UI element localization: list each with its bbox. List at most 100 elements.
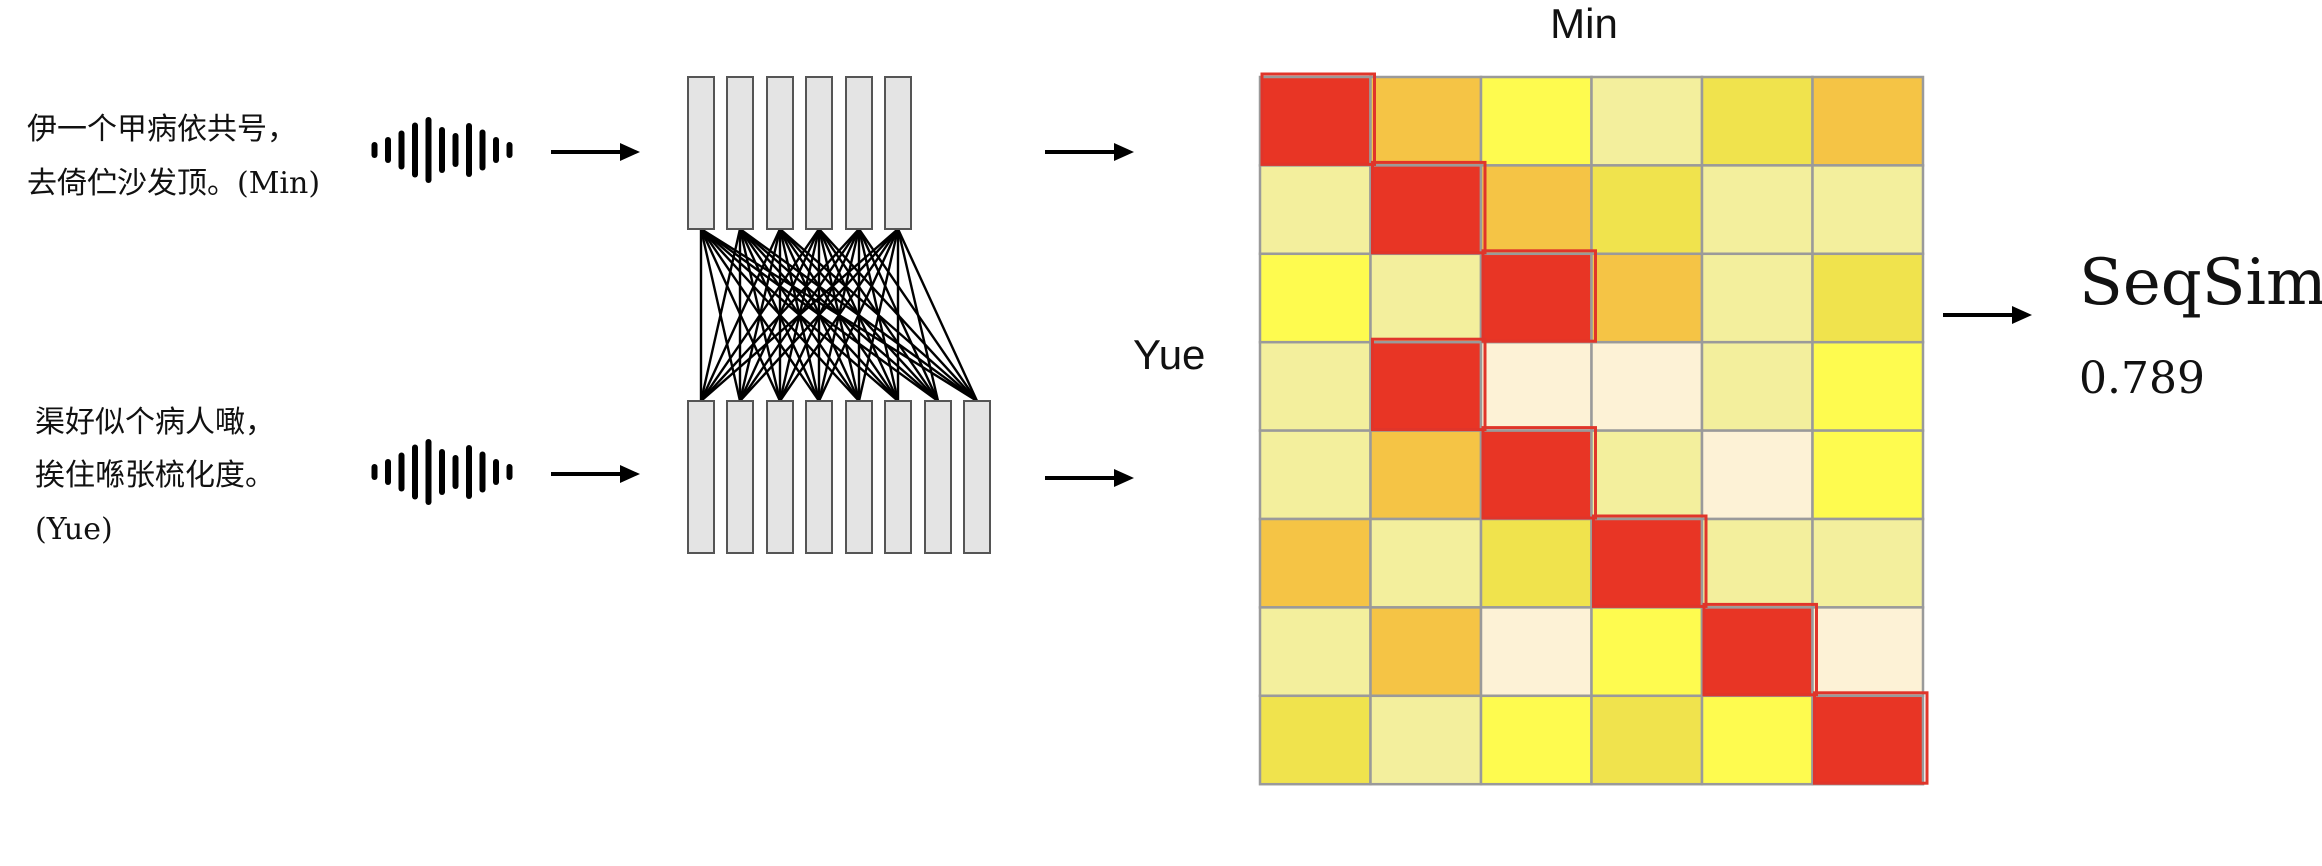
matrix-cell xyxy=(1258,340,1372,432)
matrix-cell xyxy=(1369,75,1483,167)
alignment-path-cell xyxy=(1481,249,1597,343)
encoder-frame xyxy=(845,76,873,230)
encoder-frame xyxy=(963,400,991,554)
encoder-frame xyxy=(805,76,833,230)
encoder-frame xyxy=(726,400,754,554)
alignment-path-cell xyxy=(1813,691,1929,785)
input-yue-line-1: 渠好似个病人噉， xyxy=(35,405,275,440)
matrix-cell xyxy=(1369,164,1483,256)
encoder-frame xyxy=(845,400,873,554)
encoder-connection xyxy=(699,228,742,402)
encoder-connection xyxy=(700,228,860,402)
matrix-cell xyxy=(1369,517,1483,609)
encoder-frame xyxy=(687,400,715,554)
matrix-cell xyxy=(1369,252,1483,344)
matrix-cell xyxy=(1700,252,1814,344)
matrix-cell xyxy=(1590,340,1704,432)
encoder-frame xyxy=(766,76,794,230)
matrix-cell xyxy=(1479,164,1593,256)
matrix-cell xyxy=(1590,75,1704,167)
right-arrow-icon xyxy=(551,143,640,161)
right-arrow-icon xyxy=(551,465,640,483)
matrix-cell xyxy=(1258,606,1372,698)
alignment-path-cell xyxy=(1481,426,1597,520)
matrix-cell xyxy=(1479,517,1593,609)
matrix-cell xyxy=(1369,694,1483,786)
encoder-bottom-frames xyxy=(687,400,991,554)
sound-wave-icon xyxy=(371,439,513,505)
input-yue-line-2: 挨住喺张梳化度。 xyxy=(35,458,275,493)
encoder-connection xyxy=(699,228,782,402)
matrix-cell xyxy=(1258,252,1372,344)
encoder-frame xyxy=(884,400,912,554)
encoder-connections xyxy=(699,227,979,403)
similarity-matrix xyxy=(1258,72,1929,786)
matrix-cell xyxy=(1811,694,1925,786)
matrix-cell xyxy=(1811,340,1925,432)
matrix-cell xyxy=(1700,606,1814,698)
right-arrow-icon xyxy=(1943,306,2032,324)
matrix-cell xyxy=(1590,517,1704,609)
input-min-line-2: 去倚伫沙发顶。(Min) xyxy=(27,166,320,201)
alignment-path-cell xyxy=(1260,72,1376,166)
matrix-cell xyxy=(1700,164,1814,256)
matrix-cell xyxy=(1700,340,1814,432)
encoder-connection xyxy=(739,228,899,402)
encoder-frame xyxy=(766,400,794,554)
matrix-cell xyxy=(1258,429,1372,521)
encoder-connection xyxy=(779,228,899,402)
matrix-cell xyxy=(1811,252,1925,344)
matrix-cell xyxy=(1811,517,1925,609)
input-min-line-1: 伊一个甲病依共号， xyxy=(27,112,297,147)
matrix-cell xyxy=(1590,606,1704,698)
matrix-cell xyxy=(1590,164,1704,256)
matrix-cell xyxy=(1811,429,1925,521)
matrix-cell xyxy=(1811,164,1925,256)
encoder-network xyxy=(687,76,991,554)
matrix-cell xyxy=(1700,694,1814,786)
encoder-connection xyxy=(700,228,899,402)
matrix-cell xyxy=(1590,429,1704,521)
matrix-cell xyxy=(1700,75,1814,167)
input-min: 伊一个甲病依共号， 去倚伫沙发顶。(Min) xyxy=(27,112,320,201)
matrix-cell xyxy=(1479,429,1593,521)
matrix-cell xyxy=(1811,606,1925,698)
matrix-cell xyxy=(1258,517,1372,609)
matrix-cell xyxy=(1479,252,1593,344)
matrix-cell xyxy=(1479,75,1593,167)
matrix-cell xyxy=(1258,75,1372,167)
matrix-cell xyxy=(1258,164,1372,256)
encoder-frame xyxy=(726,76,754,230)
matrix-cell xyxy=(1590,252,1704,344)
result-value: 0.789 xyxy=(2079,353,2205,404)
input-yue-line-3: (Yue) xyxy=(35,512,113,547)
right-arrow-icon xyxy=(1045,143,1134,161)
matrix-cell xyxy=(1590,694,1704,786)
encoder-connection xyxy=(817,228,900,402)
alignment-path-cell xyxy=(1702,602,1818,697)
matrix-cell xyxy=(1700,517,1814,609)
encoder-top-frames xyxy=(687,76,912,230)
alignment-path-cell xyxy=(1371,160,1487,255)
matrix-cell xyxy=(1479,694,1593,786)
encoder-connection xyxy=(700,228,820,402)
encoder-connection xyxy=(896,228,979,402)
matrix-cell xyxy=(1258,694,1372,786)
encoder-frame xyxy=(924,400,952,554)
encoder-frame xyxy=(884,76,912,230)
matrix-cell xyxy=(1369,606,1483,698)
encoder-frame xyxy=(805,400,833,554)
alignment-path-cell xyxy=(1371,337,1487,432)
matrix-cell xyxy=(1369,340,1483,432)
sound-wave-icon xyxy=(371,117,513,183)
matrix-cell xyxy=(1479,606,1593,698)
encoder-frame xyxy=(687,76,715,230)
matrix-cell xyxy=(1369,429,1483,521)
matrix-top-label: Min xyxy=(1550,0,1618,47)
right-arrow-icon xyxy=(1045,469,1134,487)
matrix-cell xyxy=(1811,75,1925,167)
input-yue: 渠好似个病人噉， 挨住喺张梳化度。 (Yue) xyxy=(35,405,275,547)
matrix-cell xyxy=(1479,340,1593,432)
matrix-cell xyxy=(1700,429,1814,521)
